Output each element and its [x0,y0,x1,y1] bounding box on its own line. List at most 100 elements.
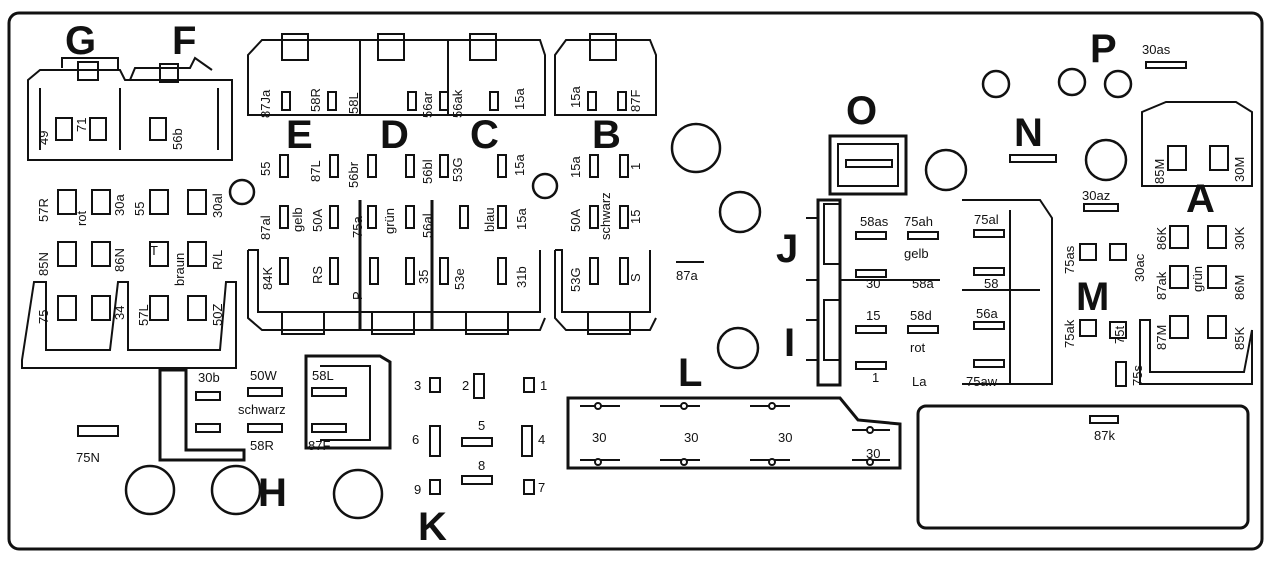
pin-label: 15 [866,308,880,323]
board-outline [7,11,1264,551]
terminal-n-slot [1009,154,1057,163]
pin-label: 49 [36,131,51,145]
pin-label: 34 [112,306,127,320]
fuse-slots-k [429,373,535,495]
relay-label-m: M [1076,275,1109,319]
relay-g-f-socket [27,56,233,161]
fuse-number: 9 [414,482,421,497]
wire-color-label: schwarz [238,402,286,417]
pin-label: 56al [420,213,435,238]
pin-label: 53G [450,157,465,182]
pin-label: 30M [1232,157,1247,182]
pin-label: 30b [198,370,220,385]
pin-label: 30az [1082,188,1110,203]
pin-label: 56bl [420,159,435,184]
pin-label: 50A [310,209,325,232]
relay-socket-grid-left [21,178,256,369]
pin-label: 86N [112,248,127,272]
pin-label: 50A [568,209,583,232]
relay-j-i-block [806,198,940,387]
terminal-87k-slot [1089,415,1119,424]
pin-label: 30as [1142,42,1171,57]
relay-label-n: N [1014,111,1043,155]
pin-label: 87a [676,268,698,283]
pin-label: 87F [308,438,330,453]
pin-label: 57L [136,304,151,326]
pin-label: 75t [1112,326,1127,344]
pin-label: 1 [628,163,643,170]
pin-label: 87M [1154,325,1169,350]
relay-label-j: J [776,227,798,271]
fuse-number: 7 [538,480,545,495]
pin-label: 58 [984,276,998,291]
relay-m-block [1079,243,1127,387]
pin-label: 56a [976,306,998,321]
pin-label: 87al [258,215,273,240]
pin-label: 58R [250,438,274,453]
relay-h-block [77,354,392,520]
pin-label: RS [310,266,325,284]
wire-color-label: grün [382,208,397,234]
wire-color-label: rot [910,340,926,355]
relay-label-d: D [380,113,409,157]
relay-label-f: F [172,19,196,63]
bus-bar-l [566,396,902,470]
mounting-holes-center [670,67,1133,370]
pin-label: 55 [258,162,273,176]
wire-color-label: grün [1190,266,1205,292]
pin-label: 71 [74,118,89,132]
pin-label: 57R [36,198,51,222]
fuse-number: 3 [414,378,421,393]
pin-label: 75ak [1062,319,1077,348]
pin-label: 53G [568,267,583,292]
terminal-label: 30 [684,430,698,445]
pin-label: 75s [1130,365,1145,386]
pin-label: 75N [76,450,100,465]
pin-label: 1 [872,370,879,385]
fuse-number: 4 [538,432,545,447]
pin-label: 30a [112,194,127,216]
pin-label: 87L [308,160,323,182]
pin-label: 84K [260,267,275,290]
terminal-label: 30 [592,430,606,445]
relay-label-e: E [286,113,313,157]
pin-label: 75aw [966,374,998,389]
pin-label: 31b [514,266,529,288]
fuse-number: 2 [462,378,469,393]
fuse-box-compartment [916,404,1250,530]
pin-label: 87Ja [258,89,273,118]
fuse-number: 5 [478,418,485,433]
pin-label: 58a [912,276,934,291]
wire-color-label: gelb [904,246,929,261]
bus-label-l: L [678,351,702,395]
fuse-number: 1 [540,378,547,393]
relay-label-i: I [784,321,795,365]
pin-label: 15a [568,156,583,178]
pin-label: 87F [628,90,643,112]
pin-label: 53e [452,268,467,290]
pin-label: 15a [512,154,527,176]
pin-label: 85K [1232,327,1247,350]
relay-o-socket [828,134,908,196]
pin-label: 15a [514,208,529,230]
pin-label: 56br [346,161,361,188]
relay-75al-block [962,199,1053,385]
relay-label-c: C [470,113,499,157]
pin-label: 58L [312,368,334,383]
wire-color-label: blau [482,207,497,232]
wire-color-label: gelb [290,207,305,232]
pin-label: 15 [628,210,643,224]
pin-label: 75as [1062,245,1077,274]
relay-label-a: A [1186,177,1215,221]
relay-label-o: O [846,89,877,133]
pin-label: 58as [860,214,889,229]
pin-label: 58d [910,308,932,323]
pin-label: 86M [1232,275,1247,300]
pin-label: 75al [974,212,999,227]
pin-label: 56b [170,128,185,150]
pin-label: P [350,291,365,300]
pin-label: 75 [36,310,51,324]
fuse-group-label-k: K [418,505,447,549]
pin-label: 85M [1152,159,1167,184]
